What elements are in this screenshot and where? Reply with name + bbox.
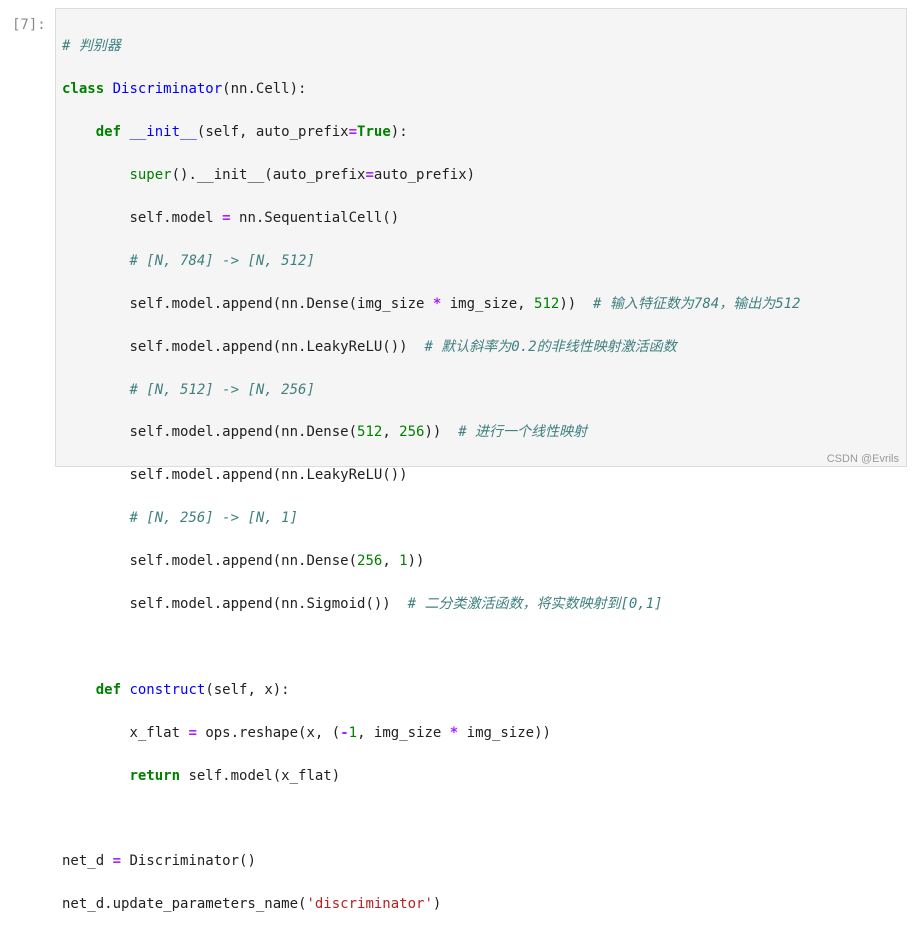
- code-text: (self, x):: [205, 681, 290, 698]
- keyword: def: [95, 681, 122, 698]
- comment: # 默认斜率为0.2的非线性映射激活函数: [424, 338, 677, 355]
- comment: # 判别器: [62, 38, 121, 55]
- code-line: self.model = nn.SequentialCell(): [62, 208, 800, 229]
- comment: # 二分类激活函数，将实数映射到[0,1]: [407, 596, 663, 613]
- code-text: self.model.append(nn.Dense(img_size: [129, 295, 433, 312]
- code-line: class Discriminator(nn.Cell):: [62, 79, 800, 100]
- code-line: self.model.append(nn.LeakyReLU()) # 默认斜率…: [62, 337, 800, 358]
- code-line: # [N, 512] -> [N, 256]: [62, 380, 800, 401]
- code-editor[interactable]: # 判别器 class Discriminator(nn.Cell): def …: [62, 15, 800, 937]
- keyword: class: [62, 81, 105, 98]
- cell-prompt: [7]:: [12, 17, 46, 33]
- code-text: net_d: [62, 853, 113, 870]
- code-text: x_flat: [129, 724, 189, 741]
- comment: # [N, 256] -> [N, 1]: [129, 510, 299, 527]
- comment: # 进行一个线性映射: [458, 424, 588, 441]
- number: 512: [357, 424, 383, 441]
- blank-line: [62, 808, 800, 829]
- comment: # [N, 512] -> [N, 256]: [129, 381, 315, 398]
- code-text: nn.SequentialCell(): [230, 210, 400, 227]
- code-text: ,: [382, 424, 400, 441]
- code-text: auto_prefix): [373, 167, 476, 184]
- code-text: Discriminator(): [121, 853, 256, 870]
- code-text: ops.reshape(x, (: [196, 724, 341, 741]
- code-line: def __init__(self, auto_prefix=True):: [62, 122, 800, 143]
- code-line: # [N, 256] -> [N, 1]: [62, 508, 800, 529]
- code-text: self.model(x_flat): [180, 767, 341, 784]
- operator: =: [188, 724, 197, 741]
- operator: =: [112, 853, 122, 870]
- code-text: self.model: [129, 210, 223, 227]
- number: 1: [399, 553, 408, 570]
- operator: =: [365, 167, 374, 184]
- code-text: ,: [382, 553, 400, 570]
- number: 256: [399, 424, 425, 441]
- number: 512: [534, 295, 560, 312]
- code-text: self.model.append(nn.Sigmoid()): [129, 596, 408, 613]
- string: 'discriminator': [306, 896, 433, 913]
- function-name: __init__: [129, 124, 197, 141]
- code-text: ().__init__(auto_prefix: [171, 167, 366, 184]
- operator: *: [432, 295, 442, 312]
- comment: # 输入特征数为784，输出为512: [593, 295, 801, 312]
- code-text: self.model.append(nn.LeakyReLU()): [129, 467, 408, 484]
- watermark: CSDN @Evrils: [826, 453, 899, 465]
- code-text: self.model.append(nn.Dense(: [129, 553, 358, 570]
- code-text: img_size,: [441, 295, 535, 312]
- code-line: x_flat = ops.reshape(x, (-1, img_size * …: [62, 723, 800, 744]
- code-text: self.model.append(nn.LeakyReLU()): [129, 338, 425, 355]
- code-line: self.model.append(nn.Sigmoid()) # 二分类激活函…: [62, 594, 800, 615]
- code-text: (self, auto_prefix: [196, 124, 349, 141]
- comment: # [N, 784] -> [N, 512]: [129, 252, 315, 269]
- code-text: self.model.append(nn.Dense(: [129, 424, 358, 441]
- class-name: Discriminator: [112, 81, 223, 98]
- builtin: super: [129, 167, 172, 184]
- code-text: , img_size: [357, 724, 450, 741]
- keyword: return: [129, 767, 181, 784]
- code-line: net_d.update_parameters_name('discrimina…: [62, 894, 800, 915]
- operator: *: [449, 724, 459, 741]
- code-text: )): [424, 424, 459, 441]
- code-text: img_size)): [458, 724, 551, 741]
- keyword: def: [95, 124, 122, 141]
- code-cell[interactable]: # 判别器 class Discriminator(nn.Cell): def …: [55, 8, 907, 912]
- code-line: return self.model(x_flat): [62, 766, 800, 787]
- blank-line: [62, 637, 800, 658]
- number: 256: [357, 553, 383, 570]
- code-line: self.model.append(nn.LeakyReLU()): [62, 465, 800, 486]
- operator: =: [348, 124, 358, 141]
- code-line: super().__init__(auto_prefix=auto_prefix…: [62, 165, 800, 186]
- function-name: construct: [129, 681, 206, 698]
- code-line: self.model.append(nn.Dense(img_size * im…: [62, 294, 800, 315]
- code-text: )): [559, 295, 594, 312]
- code-text: net_d.update_parameters_name(: [62, 896, 307, 913]
- code-line: # [N, 784] -> [N, 512]: [62, 251, 800, 272]
- code-line: self.model.append(nn.Dense(256, 1)): [62, 551, 800, 572]
- code-text: ):: [390, 124, 408, 141]
- code-line: def construct(self, x):: [62, 680, 800, 701]
- code-text: (nn.Cell):: [222, 81, 307, 98]
- code-line: net_d = Discriminator(): [62, 851, 800, 872]
- code-text: )): [407, 553, 425, 570]
- operator: =: [222, 210, 231, 227]
- code-text: ): [432, 896, 442, 913]
- number: 1: [348, 724, 358, 741]
- code-line: self.model.append(nn.Dense(512, 256)) # …: [62, 422, 800, 443]
- keyword: True: [357, 124, 391, 141]
- code-line: # 判别器: [62, 36, 800, 57]
- operator: -: [340, 724, 349, 741]
